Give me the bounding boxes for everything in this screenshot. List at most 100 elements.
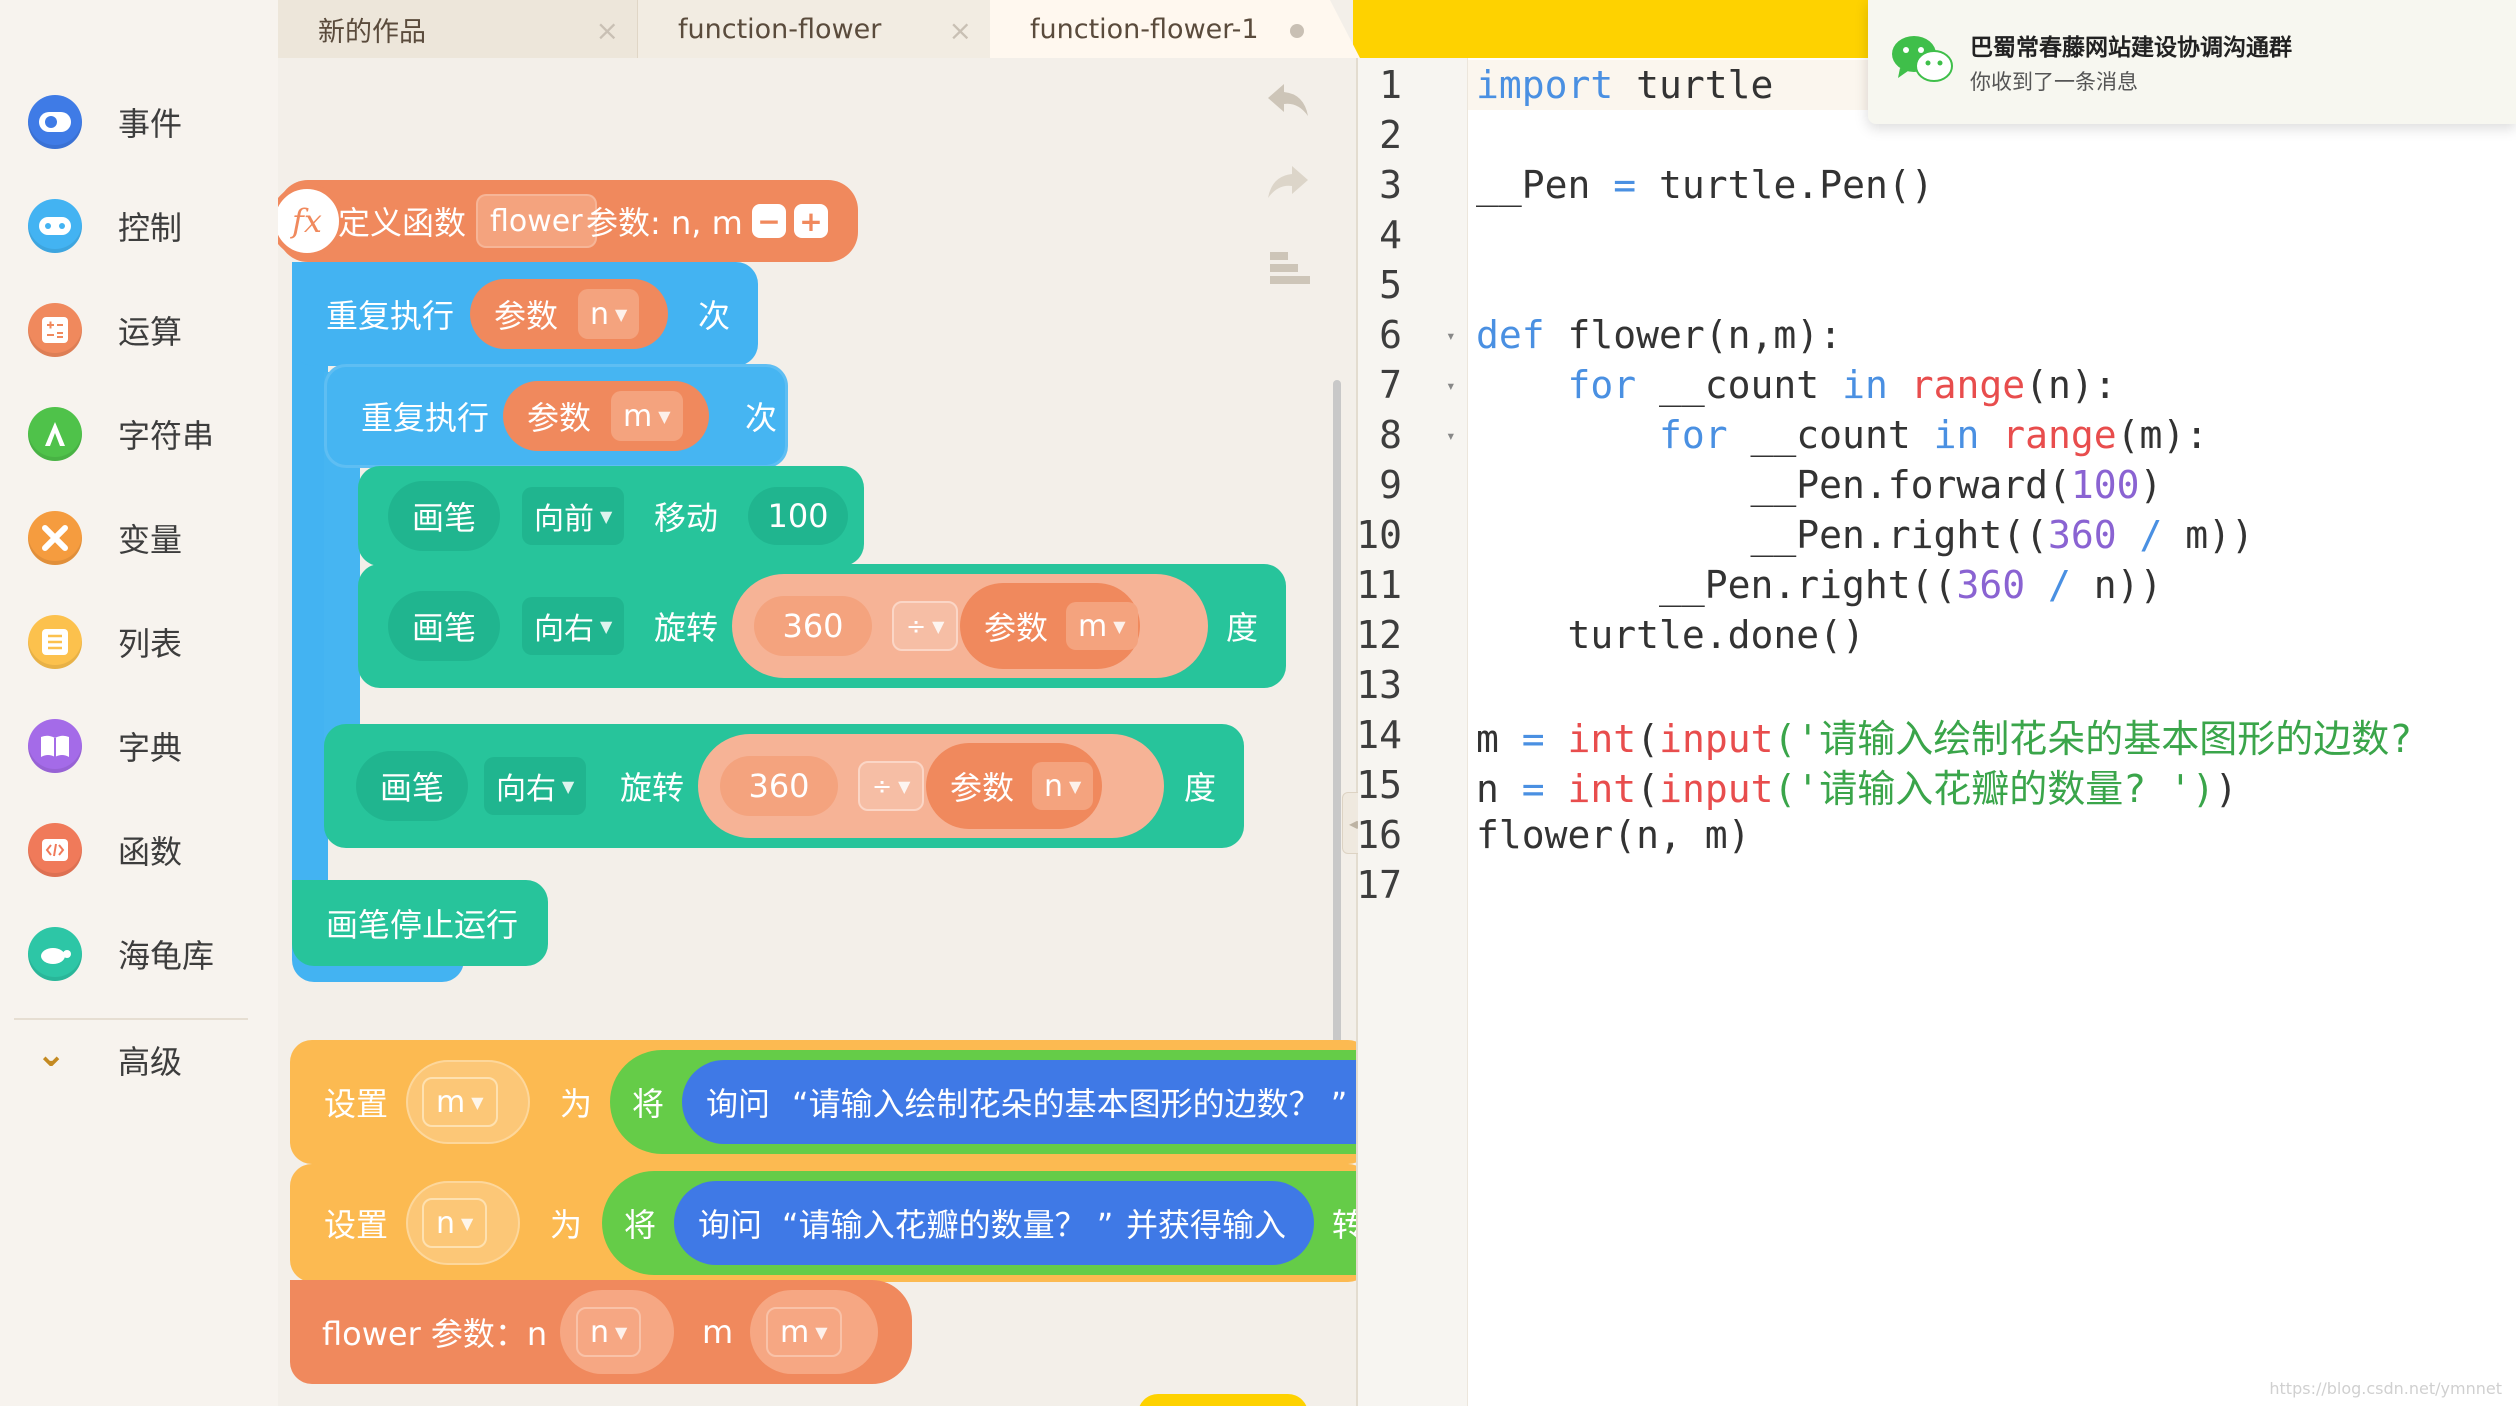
- convert-reporter[interactable]: 将 询问 “请输入花瓣的数量？ ” 并获得输入 转: [602, 1171, 1356, 1275]
- code-token: [1888, 363, 1911, 407]
- code-line[interactable]: 6 ▾ def flower(n,m):: [1358, 310, 2516, 360]
- variable-slot[interactable]: m▼: [406, 1060, 530, 1144]
- line-gutter: [1358, 58, 1468, 1406]
- sidebar-item-list[interactable]: 列表: [0, 602, 270, 682]
- code-text: n = int(input('请输入花瓣的数量? ')): [1476, 758, 2238, 813]
- code-line[interactable]: 15 n = int(input('请输入花瓣的数量? ')): [1356, 758, 2516, 813]
- tab-new-work[interactable]: 新的作品 ×: [278, 0, 638, 58]
- argument-slot[interactable]: n▼: [560, 1290, 674, 1374]
- number-input[interactable]: 360: [754, 596, 872, 656]
- remove-param-button[interactable]: −: [752, 204, 786, 238]
- argument-dropdown[interactable]: m▼: [766, 1307, 842, 1357]
- divide-operator[interactable]: 360 ÷▼ 参数 m▼: [732, 574, 1208, 678]
- code-line[interactable]: 5: [1358, 260, 2516, 310]
- param-reporter[interactable]: 参数 m▼: [960, 583, 1140, 669]
- tab-function-flower[interactable]: function-flower ×: [638, 0, 990, 58]
- code-line[interactable]: 14 m = int(input('请输入绘制花朵的基本图形的边数?: [1356, 710, 2516, 761]
- direction-dropdown[interactable]: 向右▼: [522, 597, 625, 655]
- fold-arrow-icon[interactable]: ▾: [1446, 375, 1456, 395]
- partial-block[interactable]: [1138, 1394, 1308, 1406]
- set-variable-block[interactable]: 设置 n▼ 为 将 询问 “请输入花瓣的数量？ ” 并获得输入 转: [290, 1164, 1356, 1282]
- code-line[interactable]: 2: [1358, 110, 2516, 160]
- ask-prompt[interactable]: “请输入花瓣的数量？ ”: [782, 1206, 1114, 1244]
- param-var-dropdown[interactable]: m▼: [611, 391, 683, 441]
- operator-dropdown[interactable]: ÷▼: [892, 601, 959, 651]
- repeat-inner-block[interactable]: 重复执行 参数 m▼ 次: [324, 364, 788, 468]
- fold-arrow-icon[interactable]: ▾: [1446, 425, 1456, 445]
- param-var-dropdown[interactable]: m▼: [1066, 602, 1138, 650]
- sidebar-item-variable[interactable]: 变量: [0, 498, 270, 578]
- code-line[interactable]: 9 __Pen.forward(100): [1358, 460, 2516, 510]
- code-editor[interactable]: [1358, 58, 2516, 1406]
- close-icon[interactable]: ×: [948, 14, 972, 47]
- code-line[interactable]: 16 flower(n, m): [1356, 810, 2516, 860]
- convert-reporter[interactable]: 将 询问 “请输入绘制花朵的基本图形的边数？ ”: [610, 1050, 1356, 1154]
- divide-operator[interactable]: 360 ÷▼ 参数 n▼: [698, 734, 1164, 838]
- param-var-dropdown[interactable]: n▼: [1032, 762, 1094, 810]
- code-line[interactable]: 3 __Pen = turtle.Pen(): [1358, 160, 2516, 210]
- tab-function-flower-1[interactable]: function-flower-1: [990, 0, 1360, 58]
- turtle-icon: [28, 927, 82, 981]
- redo-icon[interactable]: [1266, 162, 1310, 212]
- pen-rotate-block[interactable]: 画笔 向右▼ 旋转 360 ÷▼ 参数 n▼ 度: [324, 724, 1244, 848]
- code-line[interactable]: 1 import turtle: [1358, 60, 2516, 110]
- code-line[interactable]: 10 __Pen.right((360 / m)): [1356, 510, 2516, 560]
- workspace-scrollbar[interactable]: [1333, 380, 1341, 1170]
- sidebar-item-label: 列表: [118, 625, 183, 663]
- direction-dropdown[interactable]: 向右▼: [484, 757, 587, 815]
- align-blocks-icon[interactable]: [1268, 248, 1310, 298]
- define-function-block[interactable]: fx 定义函数 flower 参数: n, m − +: [278, 180, 858, 262]
- code-line[interactable]: 11 __Pen.right((360 / n)): [1356, 560, 2516, 610]
- argument-slot[interactable]: m▼: [750, 1290, 878, 1374]
- ask-reporter[interactable]: 询问 “请输入花瓣的数量？ ” 并获得输入: [674, 1181, 1314, 1265]
- sidebar-item-turtle[interactable]: 海龟库: [0, 914, 270, 994]
- undo-icon[interactable]: [1266, 80, 1310, 130]
- variable-dropdown[interactable]: m▼: [422, 1077, 498, 1127]
- add-param-button[interactable]: +: [794, 204, 828, 238]
- code-line[interactable]: 7 ▾ for __count in range(n):: [1358, 360, 2516, 410]
- param-reporter[interactable]: 参数 n▼: [926, 743, 1102, 829]
- code-line[interactable]: 13: [1356, 660, 2516, 710]
- call-function-block[interactable]: flower 参数：n n▼ m m▼: [290, 1280, 912, 1384]
- ask-prompt[interactable]: “请输入绘制花朵的基本图形的边数？ ”: [792, 1085, 1348, 1123]
- sidebar-item-dict[interactable]: 字典: [0, 706, 270, 786]
- variable-slot[interactable]: n▼: [406, 1181, 520, 1265]
- param-var-dropdown[interactable]: n▼: [578, 289, 640, 339]
- sidebar-item-event[interactable]: 事件: [0, 82, 270, 162]
- operator-dropdown[interactable]: ÷▼: [858, 761, 925, 811]
- set-variable-block[interactable]: 设置 m▼ 为 将 询问 “请输入绘制花朵的基本图形的边数？ ”: [290, 1040, 1356, 1164]
- argument-dropdown[interactable]: n▼: [576, 1307, 642, 1357]
- line-number: 3: [1379, 163, 1402, 207]
- unsaved-dot-icon[interactable]: [1290, 24, 1304, 38]
- ask-reporter[interactable]: 询问 “请输入绘制花朵的基本图形的边数？ ”: [682, 1060, 1356, 1144]
- pen-reporter[interactable]: 画笔: [388, 481, 500, 551]
- sidebar-item-operator[interactable]: 运算: [0, 290, 270, 370]
- code-line[interactable]: 17: [1356, 860, 2516, 910]
- sidebar-item-string[interactable]: 字符串: [0, 394, 270, 474]
- sidebar-item-control[interactable]: 控制: [0, 186, 270, 266]
- pen-rotate-block[interactable]: 画笔 向右▼ 旋转 360 ÷▼ 参数 m▼ 度: [358, 564, 1286, 688]
- distance-input[interactable]: 100: [748, 487, 848, 545]
- block-workspace[interactable]: fx 定义函数 flower 参数: n, m − + 重复执行 参数 n▼ 次…: [278, 58, 1356, 1406]
- wechat-notification[interactable]: 巴蜀常春藤网站建设协调沟通群 你收到了一条消息: [1868, 0, 2516, 124]
- close-icon[interactable]: ×: [595, 14, 619, 47]
- pen-stop-block[interactable]: 画笔停止运行: [292, 880, 548, 966]
- keyword: for: [1567, 363, 1637, 407]
- chevron-down-icon: ▼: [615, 1322, 628, 1342]
- function-name-field[interactable]: flower: [476, 194, 597, 248]
- param-reporter[interactable]: 参数 n▼: [470, 279, 668, 349]
- fold-arrow-icon[interactable]: ▾: [1446, 325, 1456, 345]
- sidebar-item-function[interactable]: 函数: [0, 810, 270, 890]
- repeat-outer-block[interactable]: 重复执行 参数 n▼ 次: [292, 262, 758, 366]
- direction-dropdown[interactable]: 向前▼: [522, 487, 625, 545]
- pen-reporter[interactable]: 画笔: [356, 751, 468, 821]
- code-line[interactable]: 12 turtle.done(): [1356, 610, 2516, 660]
- sidebar-item-advanced[interactable]: ⌄ 高级: [0, 1020, 270, 1100]
- param-reporter[interactable]: 参数 m▼: [503, 381, 709, 451]
- pen-forward-block[interactable]: 画笔 向前▼ 移动 100: [358, 466, 864, 566]
- variable-dropdown[interactable]: n▼: [422, 1198, 488, 1248]
- code-line[interactable]: 8 ▾ for __count in range(m):: [1358, 410, 2516, 460]
- pen-reporter[interactable]: 画笔: [388, 591, 500, 661]
- number-input[interactable]: 360: [720, 756, 838, 816]
- code-line[interactable]: 4: [1358, 210, 2516, 260]
